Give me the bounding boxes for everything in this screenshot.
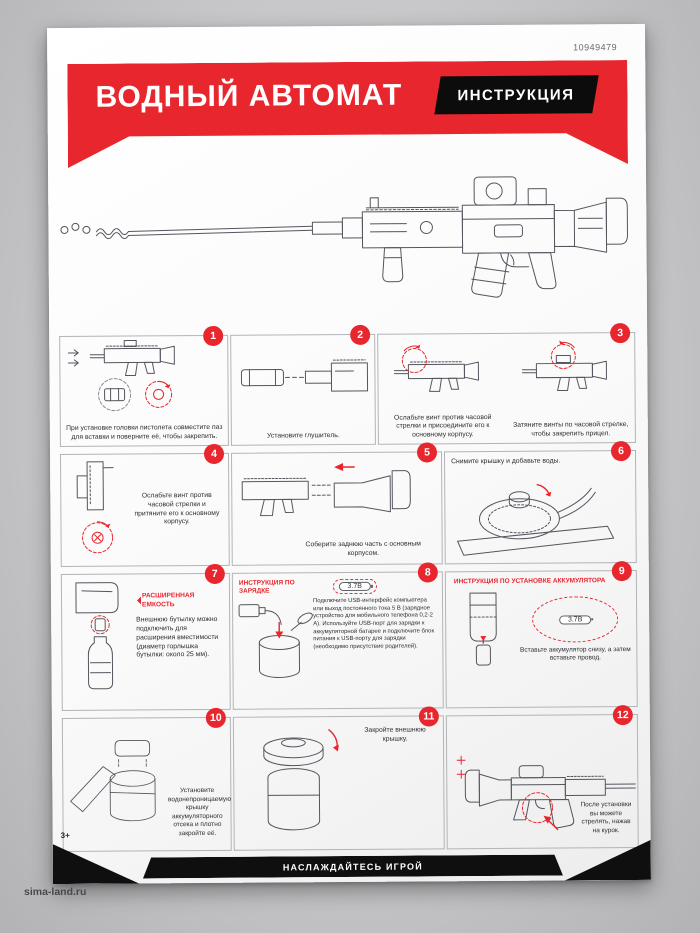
step-caption: После установки вы можете стрелять, нажа…	[580, 801, 632, 834]
step-11-panel: 11 Закройте внешнюю крышку.	[232, 706, 445, 851]
step-3a-drawing	[393, 344, 479, 392]
step-5-drawing	[241, 463, 411, 517]
header-band: ВОДНЫЙ АВТОМАТ ИНСТРУКЦИЯ	[67, 60, 628, 168]
instruction-badge: ИНСТРУКЦИЯ	[434, 75, 598, 114]
step-1-panel: 1	[59, 325, 229, 448]
step-10-panel: 10 Установите водонепроницаемую крышк	[61, 707, 232, 853]
step-1-drawing	[67, 339, 175, 412]
step-number-badge: 8	[417, 562, 438, 583]
step-5-panel: 5	[230, 442, 443, 566]
step-number-badge: 2	[350, 324, 371, 345]
step-caption: При установке головки пистолета совмести…	[66, 424, 223, 442]
step-8-drawing	[238, 604, 313, 678]
step-number-badge: 1	[203, 325, 224, 347]
battery-install-heading: ИНСТРУКЦИЯ ПО УСТАНОВКЕ АККУМУЛЯТОРА	[453, 577, 606, 586]
footer-banner: НАСЛАЖДАЙТЕСЬ ИГРОЙ	[143, 855, 563, 879]
battery-outline: 3.7В	[332, 578, 377, 595]
step-9-panel: 9 ИНСТРУКЦИЯ ПО УСТАНОВКЕ АККУМУЛЯТОРА	[444, 561, 638, 709]
step-6-panel: 6 Снимите крышку и добавьте воды.	[443, 441, 637, 565]
step-12-panel: 12	[445, 705, 639, 850]
charging-heading: ИНСТРУКЦИЯ ПО ЗАРЯДКЕ	[238, 579, 295, 596]
step-3-panel: 3	[377, 323, 636, 445]
step-11-drawing	[263, 729, 339, 831]
step-caption: Ослабьте винт против часовой стрелки и п…	[134, 491, 220, 526]
step-caption: Установите глушитель.	[267, 432, 340, 440]
step-caption: Соберите заднюю часть с основным корпусо…	[305, 540, 422, 558]
step-7-panel: 7 РАСШИРЕННАЯ ЕМКОСТЬ	[60, 563, 231, 712]
step-caption: Ослабьте винт против часовой стрелки и п…	[394, 413, 492, 439]
step-2-drawing	[240, 359, 369, 392]
instruction-sheet: 10949479 ВОДНЫЙ АВТОМАТ ИНСТРУКЦИЯ	[47, 23, 651, 884]
step-7-drawing	[75, 582, 119, 690]
step-4-panel: 4 Ослаб	[59, 443, 230, 568]
site-watermark: sima-land.ru	[24, 886, 87, 898]
battery-label: 3.7В	[338, 581, 371, 592]
step-12-drawing	[456, 755, 636, 831]
step-number-badge: 7	[204, 563, 225, 585]
step-number-badge: 9	[611, 561, 632, 582]
expansion-label: РАСШИРЕННАЯ ЕМКОСТЬ	[142, 592, 221, 610]
step-6-drawing	[457, 483, 615, 556]
step-2-panel: 2 Установите глушитель	[230, 324, 376, 446]
step-number-badge: 4	[203, 443, 225, 465]
step-number-badge: 6	[610, 441, 632, 462]
step-caption: Подключите USB-интерфейс компьютера или …	[313, 597, 435, 651]
step-3b-drawing	[521, 340, 607, 392]
step-caption: Внешнюю бутылку можно подключить для рас…	[136, 616, 219, 659]
water-gun-illustration	[60, 176, 628, 298]
step-number-badge: 5	[416, 442, 438, 463]
step-caption: Вставьте аккумулятор снизу, а затем вста…	[520, 646, 631, 663]
age-rating: 3+	[60, 830, 70, 841]
step-3a: Ослабьте винт против часовой стрелки и п…	[378, 334, 507, 444]
step-3b: Затяните винты по часовой стрелке, чтобы…	[506, 333, 635, 443]
step-caption: Затяните винты по часовой стрелке, чтобы…	[513, 421, 629, 438]
step-caption: Снимите крышку и добавьте воды.	[451, 457, 561, 466]
step-caption: Закройте внешнюю крышку.	[364, 726, 426, 743]
step-4-drawing	[76, 460, 114, 553]
step-number-badge: 12	[612, 705, 633, 726]
step-number-badge: 3	[610, 323, 631, 344]
battery-callout: 3.7В	[532, 596, 619, 643]
battery-label: 3.7В	[558, 614, 592, 625]
step-number-badge: 11	[418, 706, 439, 727]
serial-number: 10949479	[573, 42, 618, 53]
step-8-panel: 8 ИНСТРУКЦИЯ ПО ЗАРЯДКЕ 3.7В	[231, 562, 444, 710]
step-10-drawing	[70, 740, 156, 822]
step-caption: Установите водонепроницаемую крышку акку…	[167, 787, 232, 837]
page-title: ВОДНЫЙ АВТОМАТ	[95, 78, 403, 114]
step-number-badge: 10	[205, 707, 226, 729]
footer-banner-label: НАСЛАЖДАЙТЕСЬ ИГРОЙ	[282, 860, 423, 872]
step-9-drawing	[469, 592, 497, 667]
instruction-badge-label: ИНСТРУКЦИЯ	[457, 85, 576, 104]
steps-grid: 1	[59, 323, 639, 859]
